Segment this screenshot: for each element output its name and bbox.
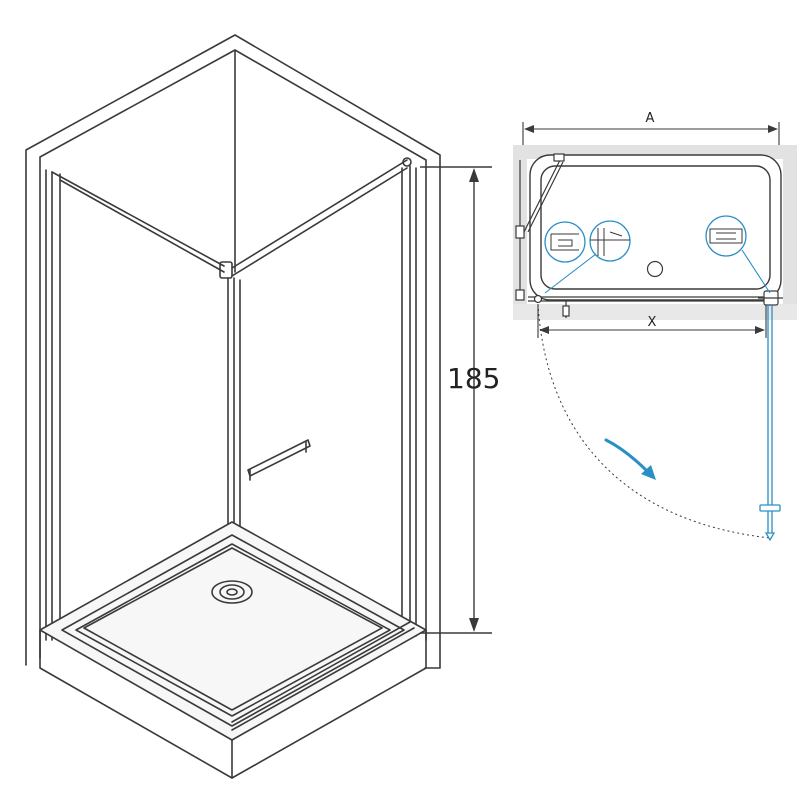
front-rail-plan bbox=[528, 290, 783, 318]
door-swing-arc bbox=[537, 303, 771, 539]
detail-callouts bbox=[544, 215, 771, 294]
height-dimension bbox=[420, 166, 492, 634]
dimension-a-label: A bbox=[646, 111, 655, 126]
detail-hinge-icon bbox=[544, 220, 631, 294]
door-handle bbox=[247, 439, 311, 481]
open-door-panel bbox=[759, 305, 781, 542]
cabin-isometric-view bbox=[25, 34, 441, 779]
tray-plan bbox=[529, 154, 782, 301]
dimension-x-label: X bbox=[648, 315, 657, 330]
drain bbox=[211, 580, 253, 604]
shower-tray bbox=[39, 521, 427, 779]
detail-bracket-icon bbox=[544, 221, 586, 263]
left-glass-panel bbox=[45, 169, 225, 641]
detail-roller-icon bbox=[705, 215, 771, 294]
height-label: 185 bbox=[447, 362, 500, 395]
right-glass-panel bbox=[231, 157, 417, 637]
door-swing-arrow-icon bbox=[604, 438, 656, 480]
drain-plan bbox=[646, 260, 664, 278]
top-view-plan: A bbox=[513, 111, 797, 542]
left-side-panel-plan bbox=[515, 153, 565, 301]
door-swing bbox=[537, 303, 781, 542]
back-walls bbox=[25, 34, 441, 669]
